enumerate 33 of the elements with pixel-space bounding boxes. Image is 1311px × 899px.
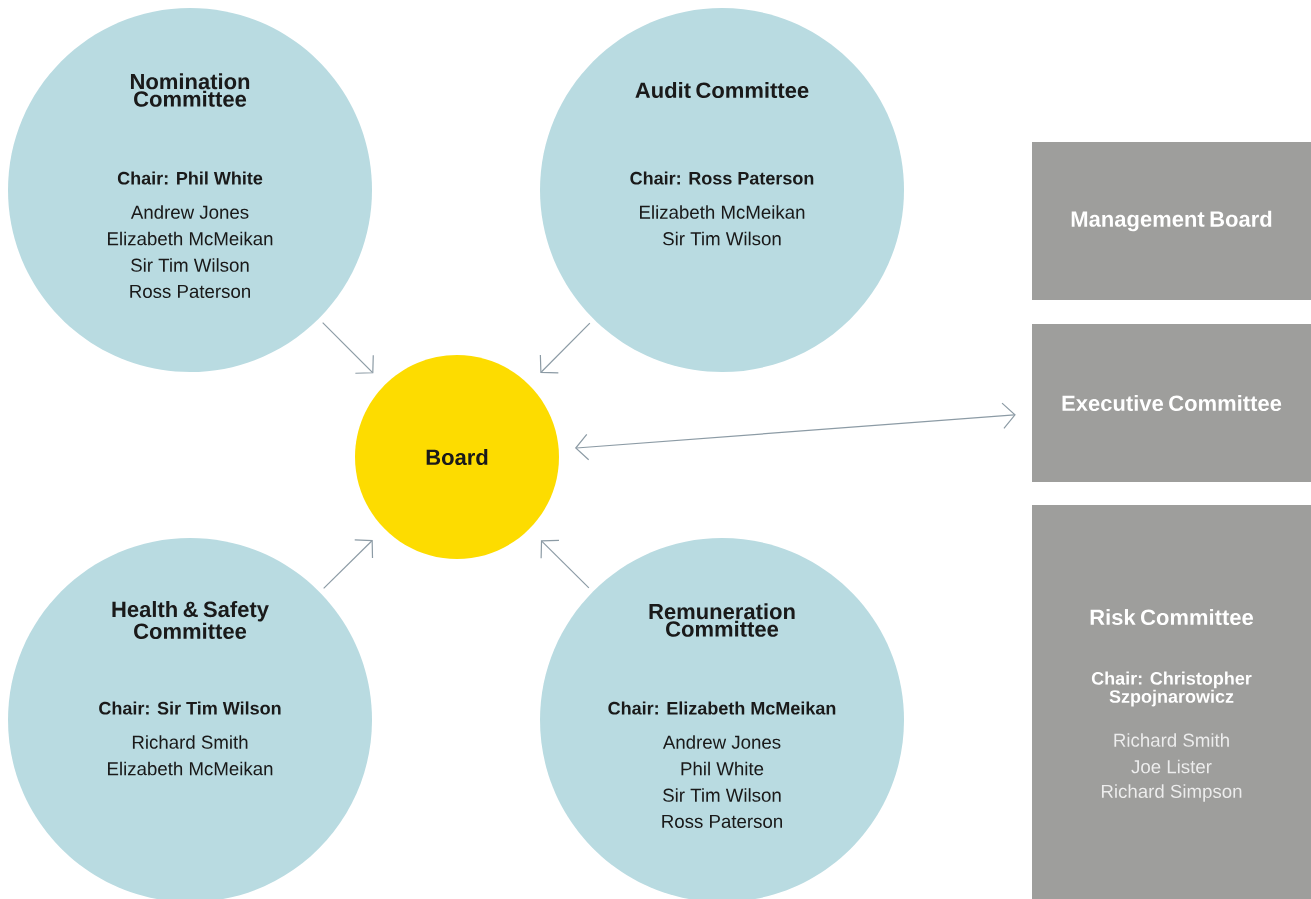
arrow [322,322,374,374]
member-name: Richard Smith [1114,733,1229,747]
member-name: Joe Lister [1131,759,1212,774]
member-name: Richard Simpson [1101,784,1242,802]
committee-title: Audit Committee [635,81,809,99]
arrow [539,322,591,374]
arrow [574,402,1016,461]
member-name: Sir Tim Wilson [663,231,781,246]
committee-title: Health & Safety Committee [112,601,269,639]
member-name: Andrew Jones [130,205,249,219]
arrow [323,539,374,589]
chair-name: Chair: Christopher Szpojnarowicz [1091,671,1252,707]
chair-name: Chair: Sir Tim Wilson [99,701,281,715]
committee-title: Nomination Committee [131,73,250,107]
member-name: Phil White [681,761,764,776]
board-label: Board [426,448,488,466]
committee-title: Risk Committee [1090,608,1253,626]
member-name: Elizabeth McMeikan [108,761,273,776]
committee-title: Management Board [1071,210,1272,232]
committee-title: Remuneration Committee [649,603,795,637]
member-name: Sir Tim Wilson [131,258,249,272]
member-name: Richard Smith [132,735,248,749]
member-name: Elizabeth McMeikan [108,231,273,246]
chair-name: Chair: Ross Paterson [630,171,814,185]
member-name: Ross Paterson [662,815,782,828]
member-name: Sir Tim Wilson [663,788,781,802]
committee-title: Executive Committee [1062,394,1282,412]
member-name: Ross Paterson [130,285,250,298]
member-name: Andrew Jones [662,735,781,749]
chair-name: Chair: Phil White [117,171,263,185]
chair-name: Chair: Elizabeth McMeikan [608,701,836,715]
arrow [540,539,590,589]
member-name: Elizabeth McMeikan [640,205,805,219]
